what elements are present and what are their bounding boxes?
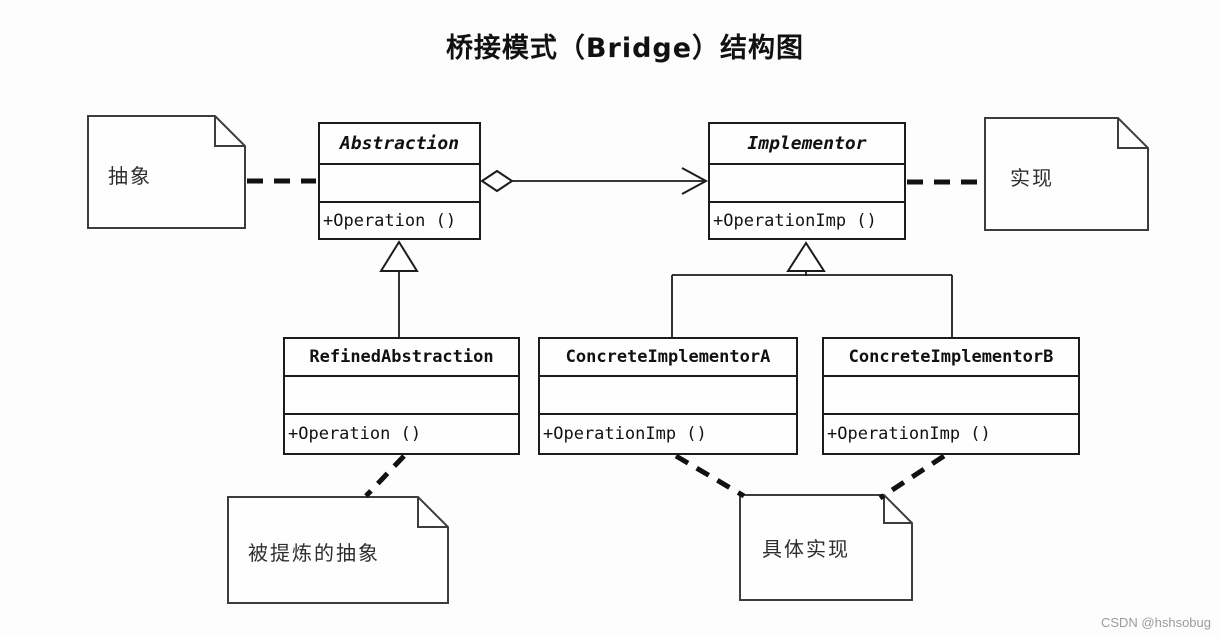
triangle-arrowhead-icon [786,241,826,272]
class-attributes [540,377,796,415]
class-box-concrete-implementor-b: ConcreteImplementorB +OperationImp () [822,337,1080,455]
watermark: CSDN @hshsobug [1100,615,1211,630]
class-name: Implementor [710,124,904,165]
class-name: ConcreteImplementorA [540,339,796,377]
note-label-concrete: 具体实现 [762,537,850,561]
note-link-concrete-b [878,453,946,501]
note-shape-implementor [984,117,1149,231]
class-methods: +OperationImp () [713,210,877,231]
class-box-refined-abstraction: RefinedAbstraction +Operation () [283,337,520,455]
note-label-abstraction: 抽象 [108,164,152,188]
class-name: RefinedAbstraction [285,339,518,377]
class-box-implementor: Implementor +OperationImp () [708,122,906,240]
class-methods: +Operation () [323,210,457,231]
aggregation-diamond-icon [480,169,514,193]
triangle-arrowhead-icon [379,240,419,272]
class-name: ConcreteImplementorB [824,339,1078,377]
page-title: 桥接模式（Bridge）结构图 [445,33,805,64]
generalization-concrete [671,241,953,337]
class-name: Abstraction [320,124,479,165]
class-attributes [320,165,479,203]
generalization-refined [379,240,419,337]
class-box-abstraction: Abstraction +Operation () [318,122,481,240]
note-label-refined: 被提炼的抽象 [248,541,380,565]
class-methods: +OperationImp () [827,424,991,444]
note-link-concrete-a [674,453,746,499]
note-label-implementor: 实现 [1010,166,1054,190]
class-box-concrete-implementor-a: ConcreteImplementorA +OperationImp () [538,337,798,455]
class-methods: +OperationImp () [543,424,707,444]
note-link-refined [364,454,406,498]
class-attributes [710,165,904,203]
aggregation-arrow [480,167,709,195]
class-methods: +Operation () [288,424,422,444]
note-shape-concrete [739,494,913,601]
class-attributes [285,377,518,415]
open-arrowhead-icon [681,167,709,195]
note-shape-abstraction [87,115,246,229]
note-shape-refined [227,496,449,604]
class-attributes [824,377,1078,415]
